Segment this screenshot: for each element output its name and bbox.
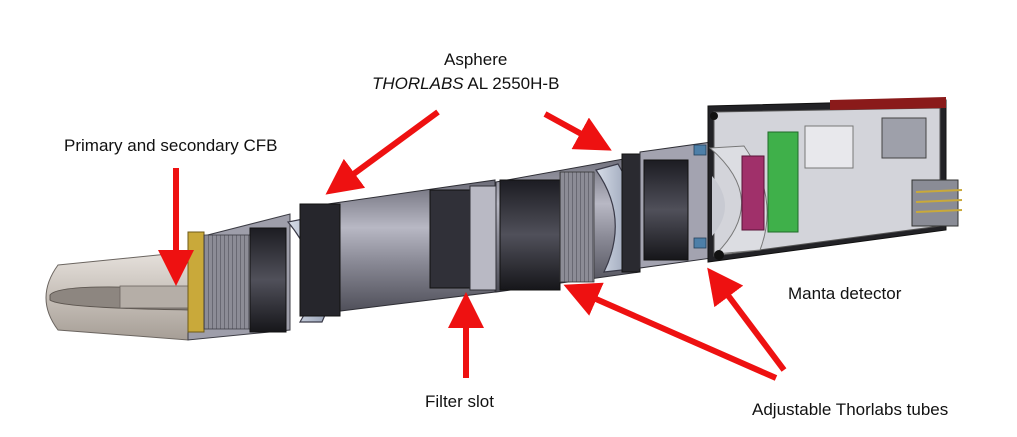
asphere-label: Asphere [444,50,508,69]
fiber-ferrule [45,251,191,341]
arrow-tube-upper [707,267,787,372]
arrow-tube-lower [563,282,778,381]
tube-section-3 [495,153,641,293]
filter-slot-ring [469,185,497,291]
asphere-model: AL 2550H-B [463,74,560,93]
tube-section-2 [299,179,497,317]
arrow-asphere-left [325,109,440,195]
tube-section-4 [639,141,713,269]
adjustable-tubes-label: Adjustable Thorlabs tubes [752,400,949,419]
manta-detector [707,97,963,263]
asphere-model-label: THORLABS AL 2550H-B [372,74,559,94]
filter-slot-label: Filter slot [425,392,494,411]
annotation-arrows [158,109,787,381]
asphere-brand: THORLABS [372,74,464,93]
connector [741,155,765,231]
arrow-asphere-right [543,111,612,151]
tube-section-1 [187,213,291,341]
pcb [767,131,799,233]
manta-detector-label: Manta detector [788,284,902,303]
brass-ring [187,231,205,333]
cfb-label: Primary and secondary CFB [64,136,278,155]
